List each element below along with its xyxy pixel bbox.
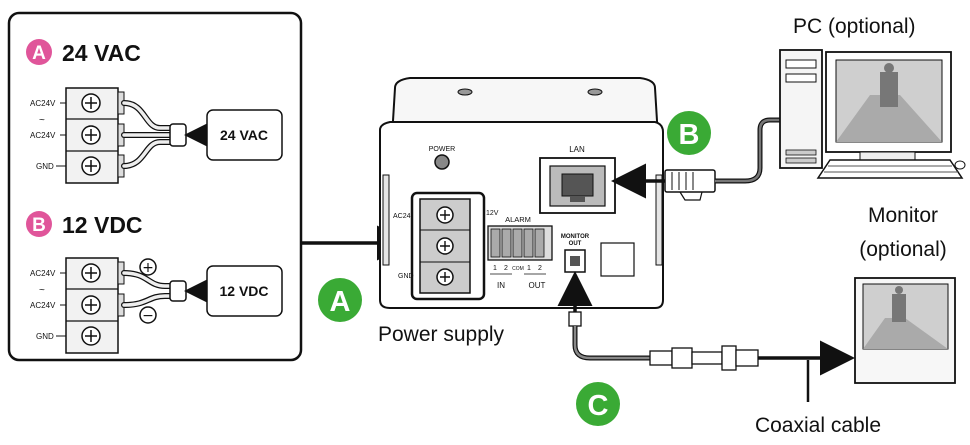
- source-box-12vdc: [206, 265, 283, 317]
- camera-side-sticker: [600, 242, 635, 277]
- source-24vac-label: 24 VAC: [220, 127, 268, 143]
- coaxial-label: Coaxial cable: [755, 414, 881, 437]
- terminal-b-label-1: AC24V: [30, 269, 56, 278]
- minus-sign: −: [142, 308, 154, 324]
- terminal-block-a: [65, 87, 125, 184]
- power-terminal-highlight: [410, 191, 486, 301]
- section-b-title: 12 VDC: [62, 212, 143, 238]
- badge-a-pink: [26, 39, 52, 65]
- coaxial-cable: [572, 326, 650, 361]
- pc-label: PC (optional): [793, 15, 916, 38]
- pc-keyboard: [816, 159, 966, 179]
- terminal-a-label-1: AC24V: [30, 99, 56, 108]
- power-terminal-block: [419, 198, 471, 294]
- plus-icon: [139, 258, 157, 276]
- badge-b-green-text: B: [679, 119, 700, 151]
- alarm-in-label: IN: [497, 281, 505, 290]
- source-box-24vac: [206, 109, 283, 161]
- alarm-pin-3: 1: [527, 265, 531, 272]
- lan-cable: [715, 117, 790, 184]
- badge-b-green: [667, 111, 711, 155]
- badge-a-green-text: A: [330, 286, 351, 318]
- minus-icon: [139, 306, 157, 324]
- tv-monitor: [854, 277, 956, 384]
- section-a-title: 24 VAC: [62, 40, 141, 66]
- terminal-a-label-3: AC24V: [30, 131, 56, 140]
- monitor-out-label-1: MONITOR: [561, 234, 590, 240]
- terminal-b-label-3: AC24V: [30, 301, 56, 310]
- terminal-b-label-4: GND: [36, 332, 54, 341]
- camera-12v-label: 12V: [486, 210, 499, 217]
- power-supply-label: Power supply: [378, 323, 505, 346]
- lan-plug: [664, 169, 716, 201]
- bnc-connector: [649, 345, 759, 371]
- power-led-icon: [434, 154, 450, 170]
- alarm-pin-com: COM: [512, 266, 524, 272]
- badge-b-pink-text: B: [32, 215, 46, 236]
- badge-c-green: [576, 382, 620, 426]
- badge-a-pink-text: A: [32, 43, 46, 64]
- badge-b-pink: [26, 211, 52, 237]
- badge-a-green: [318, 278, 362, 322]
- monitor-out-plug: [568, 311, 582, 327]
- monitor-out-label-2: OUT: [569, 241, 582, 247]
- camera-gnd-label: GND: [398, 273, 414, 280]
- terminal-b-label-2: ~: [39, 285, 45, 296]
- terminal-a-label-4: GND: [36, 162, 54, 171]
- camera-ac24-label: AC24: [393, 213, 411, 220]
- source-12vdc-label: 12 VDC: [219, 283, 268, 299]
- badge-c-green-text: C: [588, 390, 609, 422]
- monitor-label-line2: (optional): [859, 238, 947, 261]
- wires-b: [121, 270, 187, 308]
- alarm-out-label: OUT: [529, 281, 546, 290]
- wires-a: [121, 100, 187, 169]
- alarm-pin-1: 1: [493, 265, 497, 272]
- terminal-block-b: [65, 257, 125, 354]
- camera-power-label: POWER: [429, 146, 455, 153]
- camera-alarm-label: ALARM: [505, 215, 531, 224]
- camera-lan-label: LAN: [569, 145, 585, 154]
- pc-monitor: [825, 51, 952, 163]
- plus-sign: +: [142, 260, 154, 276]
- alarm-pin-4: 2: [538, 265, 542, 272]
- pc-tower: [779, 49, 823, 169]
- alarm-pin-2: 2: [504, 265, 508, 272]
- terminal-a-label-2: ~: [39, 115, 45, 126]
- monitor-label-line1: Monitor: [868, 204, 938, 227]
- alarm-terminal-block: [487, 225, 553, 261]
- lan-port: [539, 157, 616, 214]
